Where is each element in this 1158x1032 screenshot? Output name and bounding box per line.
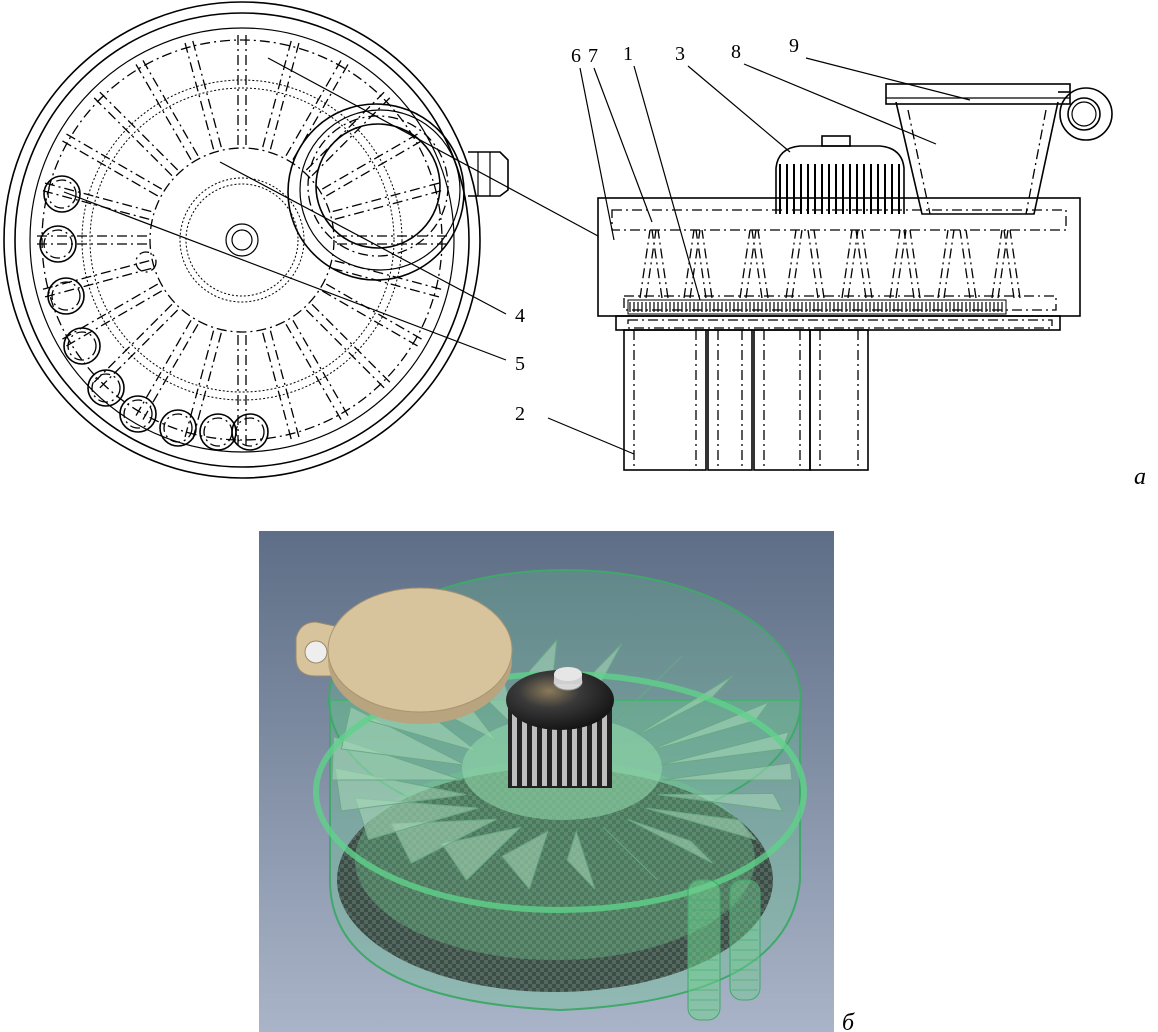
callout-1: 1 bbox=[623, 43, 633, 65]
callout-8: 8 bbox=[731, 41, 741, 63]
callout-7: 7 bbox=[588, 45, 598, 67]
3d-render-image bbox=[259, 531, 834, 1032]
callout-4: 4 bbox=[515, 305, 525, 327]
callout-5: 5 bbox=[515, 353, 525, 375]
callout-leader-lines bbox=[63, 57, 971, 455]
caption-b: б bbox=[842, 1010, 855, 1032]
plan-view-drawing bbox=[3, 1, 509, 479]
side-view-drawing bbox=[597, 83, 1113, 471]
callout-9: 9 bbox=[789, 35, 799, 57]
callout-6: 6 bbox=[571, 45, 581, 67]
caption-a: а bbox=[1134, 464, 1146, 490]
callout-2: 2 bbox=[515, 403, 525, 425]
callout-3: 3 bbox=[675, 43, 685, 65]
